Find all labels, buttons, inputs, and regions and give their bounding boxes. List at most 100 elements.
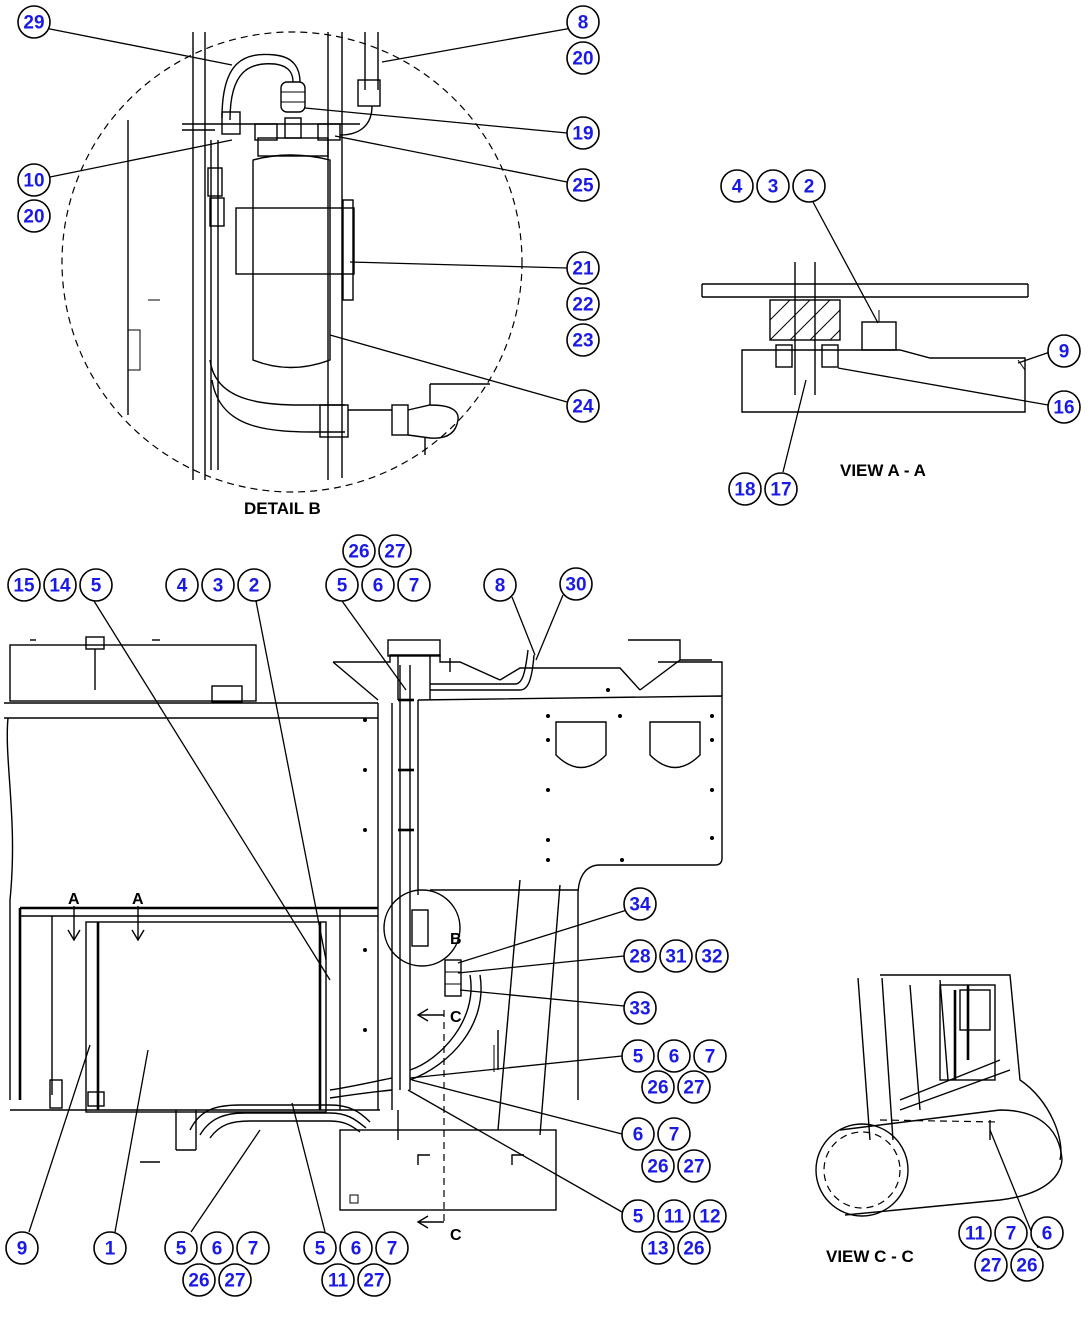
callout-number: 5 <box>315 1239 326 1260</box>
callout-bubble: 27 <box>677 1070 711 1104</box>
callout-bubble: 29 <box>17 5 51 39</box>
callout-bubble: 6 <box>1030 1216 1064 1250</box>
callout-group-g29: 29 <box>17 5 51 39</box>
callout-group-g26-27-r2: 26 27 <box>641 1149 711 1183</box>
callout-bubble: 10 <box>17 163 51 197</box>
callout-number: 34 <box>629 895 651 916</box>
callout-bubble: 4 <box>720 169 754 203</box>
callout-group-g9-main: 9 <box>5 1231 39 1265</box>
callout-bubble: 34 <box>623 887 657 921</box>
callout-number: 20 <box>572 49 593 70</box>
callout-number: 27 <box>980 1256 1001 1277</box>
callout-number: 11 <box>664 1207 685 1228</box>
callout-group-g9-view: 9 <box>1047 334 1081 368</box>
callout-group-g5-11-12: 5 11 12 <box>621 1199 727 1233</box>
callout-bubble: 26 <box>677 1231 711 1265</box>
detail-b-mark: B <box>450 931 462 948</box>
callout-number: 11 <box>965 1224 986 1245</box>
callout-bubble: 11 <box>657 1199 691 1233</box>
callout-number: 23 <box>572 331 593 352</box>
callout-bubble: 31 <box>659 939 693 973</box>
section-a-mark-left: A <box>68 891 80 908</box>
callout-bubble: 26 <box>1010 1248 1044 1282</box>
callout-bubble: 27 <box>218 1263 252 1297</box>
callout-number: 26 <box>1016 1256 1037 1277</box>
callout-bubble: 2 <box>237 568 271 602</box>
callout-bubble: 26 <box>182 1263 216 1297</box>
callout-number: 5 <box>633 1207 644 1228</box>
callout-bubble: 9 <box>1047 334 1081 368</box>
callout-bubble: 17 <box>764 472 798 506</box>
callout-bubble: 5 <box>164 1231 198 1265</box>
callout-bubble: 32 <box>695 939 729 973</box>
callout-number: 11 <box>328 1271 349 1292</box>
section-c-mark-top: C <box>450 1009 462 1026</box>
view-a-a <box>701 262 1029 413</box>
callout-bubble: 8 <box>566 5 600 39</box>
callout-bubble: 26 <box>641 1149 675 1183</box>
callout-bubble: 30 <box>559 567 593 601</box>
callout-number: 4 <box>177 576 188 597</box>
callout-number: 6 <box>669 1047 680 1068</box>
callout-bubble: 27 <box>677 1149 711 1183</box>
callout-number: 29 <box>23 13 44 34</box>
callout-bubble: 25 <box>566 168 600 202</box>
callout-bubble: 7 <box>236 1231 270 1265</box>
callout-bubble: 4 <box>165 568 199 602</box>
callout-bubble: 11 <box>321 1263 355 1297</box>
callout-number: 9 <box>17 1239 28 1260</box>
callout-bubble: 27 <box>974 1248 1008 1282</box>
callout-number: 20 <box>23 207 44 228</box>
callout-group-g8-20: 8 20 <box>566 5 600 75</box>
callout-number: 7 <box>409 576 420 597</box>
callout-bubble: 5 <box>79 568 113 602</box>
callout-group-g25: 25 <box>566 168 600 202</box>
callout-number: 3 <box>768 177 779 198</box>
callout-number: 22 <box>572 295 593 316</box>
callout-number: 8 <box>495 576 506 597</box>
callout-group-g34: 34 <box>623 887 657 921</box>
callout-number: 30 <box>565 575 586 596</box>
callout-group-g1: 1 <box>93 1231 127 1265</box>
callout-bubble: 9 <box>5 1231 39 1265</box>
callout-group-g30: 30 <box>559 567 593 601</box>
callout-bubble: 6 <box>339 1231 373 1265</box>
callout-bubble: 6 <box>657 1039 691 1073</box>
callout-bubble: 2 <box>792 169 826 203</box>
callout-number: 26 <box>348 542 369 563</box>
callout-bubble: 26 <box>342 534 376 568</box>
view-c-c <box>815 974 1063 1217</box>
callout-bubble: 28 <box>623 939 657 973</box>
callout-bubble: 15 <box>7 568 41 602</box>
callout-number: 5 <box>91 576 102 597</box>
section-c-mark-bottom: C <box>450 1227 462 1244</box>
callout-number: 5 <box>176 1239 187 1260</box>
callout-number: 6 <box>633 1125 644 1146</box>
callout-bubble: 6 <box>361 568 395 602</box>
callout-number: 14 <box>49 576 71 597</box>
callout-number: 7 <box>248 1239 259 1260</box>
callout-number: 27 <box>683 1157 704 1178</box>
callout-group-g33: 33 <box>623 991 657 1025</box>
callout-bubble: 27 <box>357 1263 391 1297</box>
callout-bubble: 3 <box>756 169 790 203</box>
callout-group-g15-14-5: 15 14 5 <box>7 568 113 602</box>
callout-bubble: 23 <box>566 323 600 357</box>
callout-bubble: 5 <box>303 1231 337 1265</box>
callout-number: 28 <box>629 947 650 968</box>
callout-number: 27 <box>224 1271 245 1292</box>
callout-number: 26 <box>647 1078 668 1099</box>
callout-number: 8 <box>578 13 589 34</box>
callout-bubble: 19 <box>566 116 600 150</box>
callout-bubble: 12 <box>693 1199 727 1233</box>
callout-group-g24: 24 <box>566 389 600 423</box>
